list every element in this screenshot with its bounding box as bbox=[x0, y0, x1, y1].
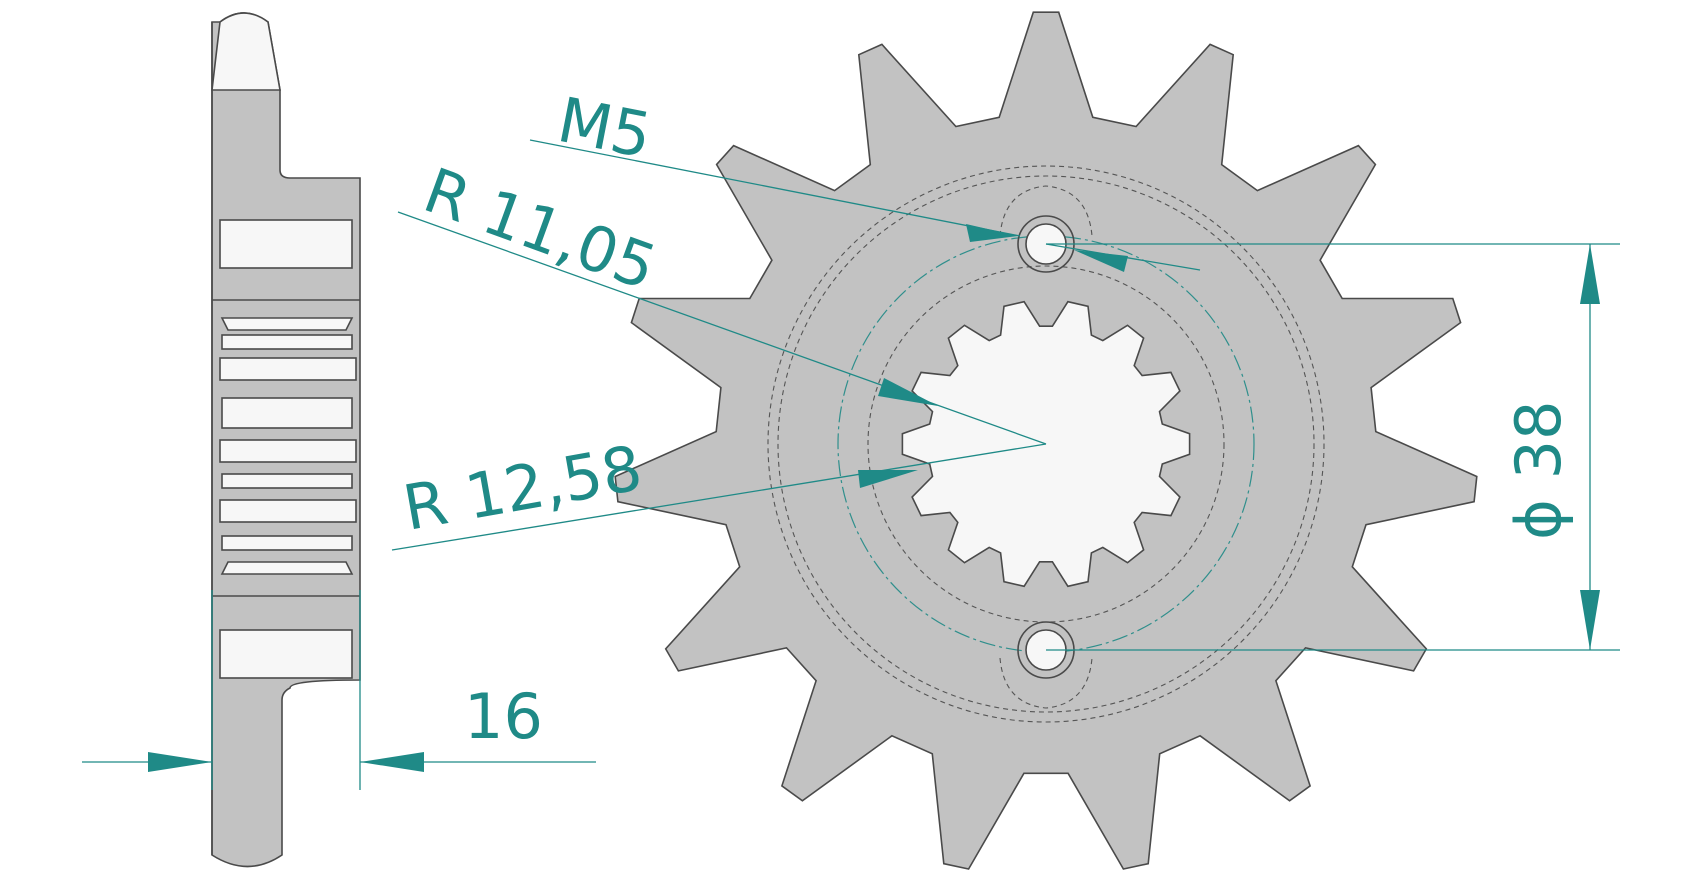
side-view-window-top bbox=[219, 219, 353, 269]
label-r-12-58: R 12,58 bbox=[398, 431, 647, 545]
arrowhead bbox=[1580, 244, 1600, 304]
arrowhead bbox=[1074, 250, 1128, 272]
dimension-bolt-circle-diameter: ϕ 38 bbox=[1046, 243, 1620, 651]
side-view-window-bottom bbox=[219, 629, 353, 679]
label-thickness: 16 bbox=[464, 680, 543, 753]
bolt-boss-bottom-hidden bbox=[999, 657, 1093, 709]
arrowhead bbox=[966, 224, 1018, 242]
sprocket-side-view bbox=[211, 12, 361, 868]
arrowhead bbox=[148, 752, 212, 772]
label-r-11-05: R 11,05 bbox=[415, 153, 666, 304]
hub-hidden-circle-inner bbox=[777, 175, 1315, 713]
arrowhead bbox=[878, 378, 938, 406]
bolt-boss-top-hidden bbox=[999, 185, 1093, 237]
label-bolt-circle-diameter: ϕ 38 bbox=[1502, 401, 1575, 541]
dimension-thickness: 16 bbox=[82, 590, 596, 790]
side-view-top-tooth bbox=[211, 12, 281, 91]
dimension-bolt-thread: M5 bbox=[529, 83, 1201, 272]
sprocket-front-view bbox=[614, 11, 1478, 870]
hub-hidden-circle-outer bbox=[767, 165, 1325, 723]
arrowhead bbox=[858, 470, 918, 488]
arrowhead bbox=[360, 752, 424, 772]
arrowhead bbox=[1580, 590, 1600, 650]
label-m5: M5 bbox=[552, 83, 657, 172]
side-view-spline-bands bbox=[212, 299, 360, 597]
